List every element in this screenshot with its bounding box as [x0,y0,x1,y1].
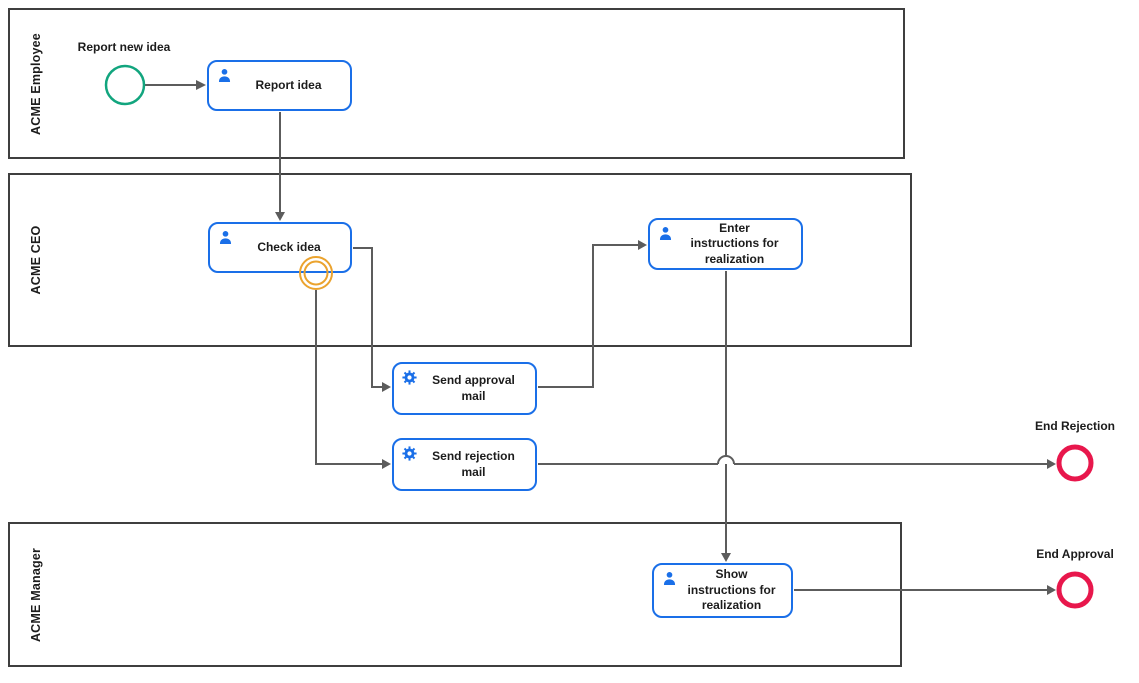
task-label: Check idea [257,239,321,254]
end-rejection-event-circle[interactable] [1056,444,1094,482]
end-approval-label: End Approval [1036,547,1114,561]
service-gear-icon [402,446,417,461]
end-approval-event-circle[interactable] [1056,571,1094,609]
task-show-instructions[interactable]: Show instructions for realization [652,563,793,618]
end-rejection-label: End Rejection [1034,419,1115,433]
task-enter-instructions[interactable]: Enter instructions for realization [648,218,803,270]
service-gear-icon [402,370,417,385]
task-report-idea[interactable]: Report idea [207,60,352,111]
lane-label-acme-ceo: ACME CEO [29,225,43,295]
task-label: Send rejection mail [432,448,515,479]
task-send-approval-mail[interactable]: Send approval mail [392,362,537,415]
lane-acme-ceo: ACME CEO [8,173,912,347]
task-label: Show instructions for realization [687,567,776,613]
user-icon [219,230,232,244]
task-label: Report idea [255,77,322,92]
user-icon [659,226,672,240]
lane-acme-manager: ACME Manager [8,522,902,667]
task-label: Send approval mail [432,372,515,403]
user-icon [663,571,676,585]
lane-acme-employee: ACME Employee [8,8,905,159]
task-check-idea[interactable]: Check idea [208,222,352,273]
lane-label-acme-manager: ACME Manager [29,547,43,642]
flow-rejection-to-end [538,455,1056,469]
task-send-rejection-mail[interactable]: Send rejection mail [392,438,537,491]
lane-label-acme-employee: ACME Employee [29,32,43,135]
start-event-label: Report new idea [77,40,171,54]
task-label: Enter instructions for realization [690,220,779,266]
user-icon [218,68,231,82]
